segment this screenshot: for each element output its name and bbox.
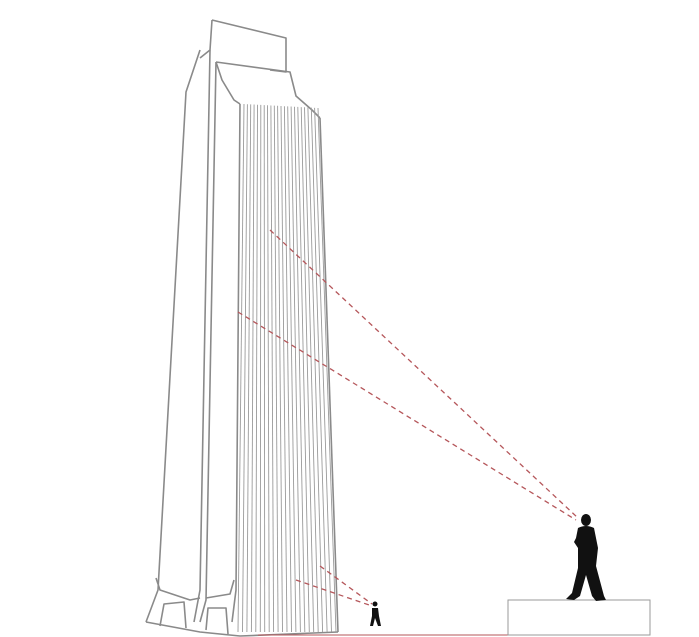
- tower-left-edge: [145, 49, 201, 623]
- tower-facade-lines: [237, 103, 337, 633]
- far-person-silhouette-icon: [566, 514, 606, 601]
- facade-fin: [310, 107, 328, 633]
- tower-base-line: [145, 621, 339, 637]
- tower-entrance-right: [205, 607, 229, 635]
- facade-fin: [267, 105, 270, 633]
- facade-fin: [259, 104, 262, 633]
- tower-base-left: [155, 577, 235, 601]
- facade-fin: [314, 107, 332, 633]
- facade-fin: [246, 104, 252, 633]
- tower-right-edge: [319, 117, 339, 633]
- facade-fin: [307, 107, 324, 633]
- near-sightline-top: [319, 565, 373, 605]
- facade-fin: [297, 106, 310, 633]
- tower-entrance-left: [159, 601, 187, 629]
- facade-fin: [304, 107, 319, 633]
- tower-face-left: [199, 61, 217, 623]
- facade-fin: [280, 105, 288, 633]
- platform-icon: [507, 599, 651, 636]
- tower-inner-edge: [193, 49, 211, 623]
- facade-fin: [255, 104, 258, 633]
- tower-crown-back: [199, 19, 287, 73]
- facade-fin: [270, 105, 275, 633]
- far-sightline-top: [269, 229, 579, 519]
- skyscraper-icon: [145, 19, 339, 637]
- tower-face-split: [231, 103, 241, 623]
- facade-fin: [317, 107, 337, 633]
- facade-fin: [283, 106, 292, 633]
- facade-fin: [242, 104, 248, 633]
- facade-fin: [263, 105, 266, 633]
- facade-fin: [300, 107, 315, 633]
- sightlines: [237, 229, 579, 607]
- facade-fin: [294, 106, 306, 633]
- near-sightline-bottom: [295, 579, 373, 607]
- facade-fin: [277, 105, 283, 633]
- near-person-silhouette-icon: [370, 601, 381, 626]
- facade-fin: [237, 103, 245, 633]
- facade-fin: [287, 106, 297, 633]
- facade-fin: [273, 105, 279, 633]
- facade-fin: [290, 106, 301, 633]
- far-sightline-bottom: [237, 311, 577, 521]
- facade-fin: [250, 104, 255, 633]
